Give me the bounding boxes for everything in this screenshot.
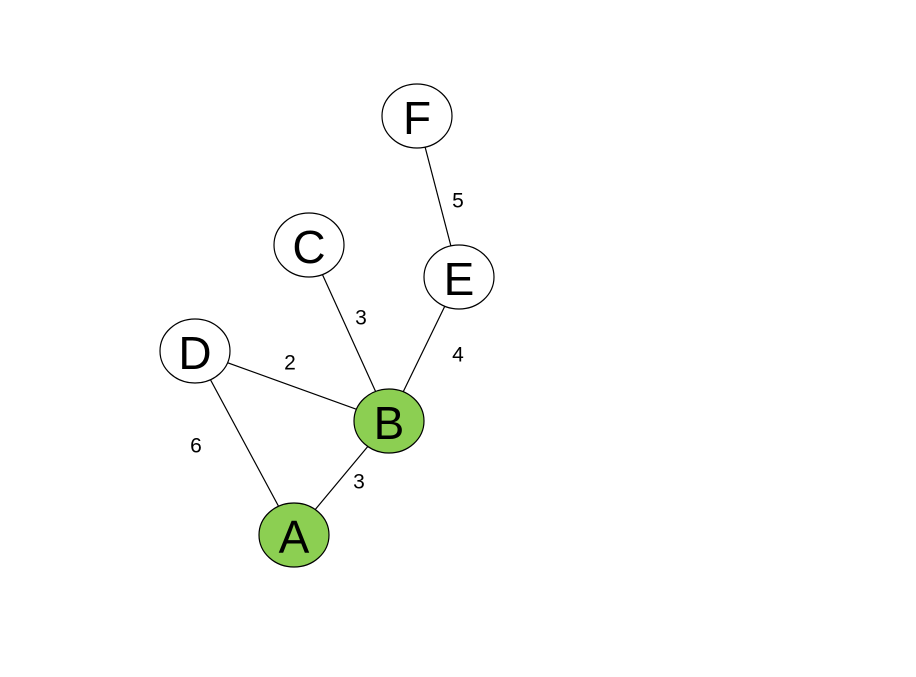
node-circle-d [159, 318, 231, 384]
node-label-c: C [292, 221, 325, 273]
node-circle-e [423, 244, 495, 310]
node-e: E [423, 244, 495, 310]
node-label-b: B [374, 397, 405, 449]
node-label-f: F [403, 92, 431, 144]
node-label-e: E [444, 253, 475, 305]
node-f: F [381, 83, 453, 149]
node-circle-c [273, 212, 345, 278]
edges-group: 5 3 4 2 6 3 [190, 115, 464, 536]
node-d: D [159, 318, 231, 384]
edge-weight-d-a: 6 [190, 435, 202, 458]
edge-weight-c-b: 3 [355, 307, 367, 330]
edge-weight-b-a: 3 [353, 471, 365, 494]
edge-d-a [194, 350, 295, 536]
edge-weight-e-b: 4 [452, 344, 464, 367]
node-circle-a [258, 502, 330, 568]
edge-weight-d-b: 2 [284, 352, 296, 375]
node-label-d: D [178, 327, 211, 379]
nodes-group: F C E D B A [159, 83, 495, 568]
edge-weight-f-e: 5 [452, 190, 464, 213]
node-b: B [353, 388, 425, 454]
node-a: A [258, 502, 330, 568]
node-circle-b [353, 388, 425, 454]
node-label-a: A [279, 511, 310, 563]
node-c: C [273, 212, 345, 278]
node-circle-f [381, 83, 453, 149]
